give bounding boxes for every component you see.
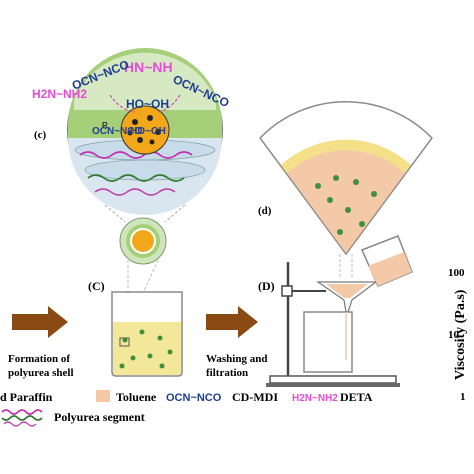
legend-cdmdi-symbol: OCN~NCO — [166, 392, 222, 404]
legend-polyurea-swatch — [1, 409, 43, 427]
legend-toluene-label: Toluene — [116, 390, 157, 404]
hydroxyl-top-label: HO~OH — [126, 97, 169, 111]
panel-d-upper-label: (D) — [258, 279, 275, 293]
panel-d-lower-label: (d) — [258, 205, 272, 217]
zoom-line-left — [104, 204, 126, 223]
diamine-outside-label: H2N~NH2 — [32, 87, 87, 101]
step-left-line1: Formation of — [8, 353, 70, 365]
legend-cdmdi-label: CD-MDI — [232, 390, 278, 404]
legend-paraffin-label: d Paraffin — [0, 390, 53, 404]
step-right-line2: filtration — [206, 367, 248, 379]
microcapsule-schematic — [67, 48, 223, 215]
reaction-beaker — [111, 291, 183, 377]
axis-tick-1: 1 — [460, 391, 466, 403]
legend-toluene-swatch — [96, 390, 110, 402]
diamine-inside-label: HN~NH — [124, 59, 173, 75]
pouring-beaker — [360, 235, 413, 287]
legend-deta-label: DETA — [340, 390, 373, 404]
step-right-line1: Washing and — [206, 353, 267, 365]
axis-label: Viscosity (Pa.s) — [453, 289, 468, 380]
filter-cake-schematic — [259, 100, 433, 256]
axis-tick-100: 100 — [448, 267, 465, 279]
left-process-arrow — [12, 306, 68, 338]
zoom-line-right — [164, 204, 186, 223]
middle-process-arrow — [206, 306, 258, 338]
step-left-line2: polyurea shell — [8, 367, 74, 379]
legend-polyurea-label: Polyurea segment — [54, 410, 145, 424]
capsule-closeup — [119, 217, 167, 265]
core-particle-label: R — [102, 121, 108, 130]
filtration-apparatus — [266, 262, 400, 387]
hydroxyl-core-label: HO~OH — [130, 126, 166, 137]
panel-c-upper-label: (C) — [88, 279, 105, 293]
isocyanate-mid-label: OCN~NCO — [92, 126, 143, 137]
panel-c-lower-label: (c) — [34, 129, 47, 141]
legend: d Paraffin Toluene OCN~NCO CD-MDI H2N~NH… — [0, 390, 373, 427]
legend-deta-symbol: H2N~NH2 — [292, 393, 338, 404]
axis-tick-10: 10 — [448, 329, 460, 341]
